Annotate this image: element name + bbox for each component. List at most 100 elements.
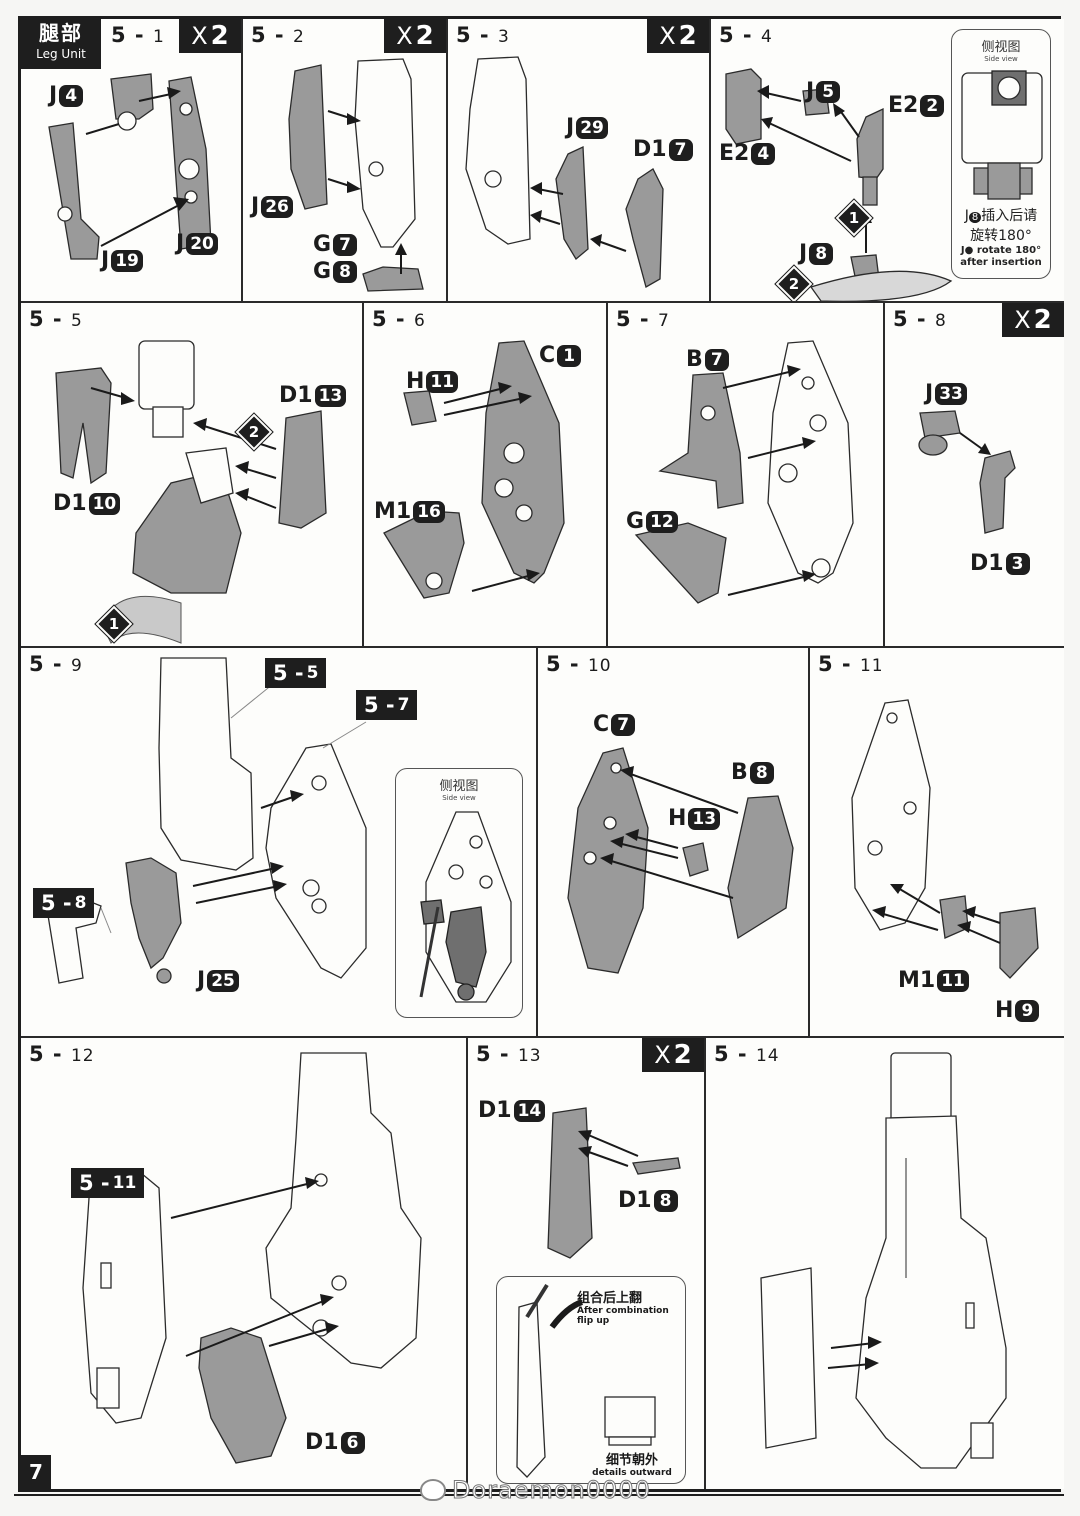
inset-illustration — [516, 1283, 656, 1478]
flip-up-note-en-1: After combination — [577, 1306, 669, 1316]
step-number: 5 - 6 — [372, 307, 426, 331]
step-number: 5 - 7 — [616, 307, 670, 331]
part-illustration — [567, 747, 794, 974]
reference-tag-5-11: 5 -11 — [71, 1168, 145, 1198]
sheet-bottom-rule — [14, 1494, 1064, 1496]
part-illustration — [634, 340, 854, 604]
step-number: 5 - 10 — [546, 652, 612, 676]
inset-title-en: Side view — [442, 794, 476, 802]
reference-tag-5-5: 5 -5 — [265, 658, 327, 688]
details-outward-note: 细节朝外 details outward — [589, 1449, 675, 1478]
step-number: 5 - 9 — [29, 652, 83, 676]
part-illustration — [851, 699, 1039, 979]
section-title-cn: 腿部 — [39, 21, 83, 45]
step-number: 5 - 2 — [251, 23, 305, 47]
step-number: 5 - 13 — [476, 1042, 542, 1066]
section-badge: 腿部 Leg Unit — [21, 19, 101, 69]
inset-note-cn-2: 旋转180° — [970, 228, 1032, 244]
step-number: 5 - 14 — [714, 1042, 780, 1066]
watermark: Doraemon0000 — [420, 1476, 651, 1505]
side-view-inset: 侧视图 Side view — [395, 768, 523, 1018]
flip-up-note: 组合后上翻 After combination flip up — [577, 1287, 669, 1326]
inset-title-cn: 侧视图 — [439, 779, 479, 794]
part-illustration — [725, 68, 953, 301]
part-illustration — [760, 1052, 1007, 1469]
section-title-en: Leg Unit — [36, 47, 86, 61]
part-illustration — [48, 73, 212, 260]
part-illustration — [55, 340, 327, 644]
step-number: 5 - 8 — [893, 307, 947, 331]
inset-note-en-1: J● rotate 180° — [960, 245, 1042, 256]
part-illustration — [918, 410, 1016, 534]
step-number: 5 - 11 — [818, 652, 884, 676]
details-note-cn: 细节朝外 — [605, 1453, 658, 1468]
inset-title-cn: 侧视图 — [981, 40, 1021, 55]
inset-note-en-2: after insertion — [960, 257, 1042, 268]
flip-up-inset: 组合后上翻 After combination flip up 细节朝外 det… — [496, 1276, 686, 1484]
reference-tag-5-8: 5 -8 — [33, 888, 95, 918]
details-note-en: details outward — [592, 1468, 672, 1478]
step-number: 5 - 3 — [456, 23, 510, 47]
reference-tag-5-7: 5 -7 — [356, 690, 418, 720]
part-illustration — [465, 56, 664, 288]
watermark-text: Doraemon0000 — [452, 1476, 651, 1505]
side-view-illustration — [961, 70, 1043, 200]
step-number: 5 - 4 — [719, 23, 773, 47]
step-number: 5 - 1 — [111, 23, 165, 47]
part-illustration — [82, 1052, 422, 1464]
flip-up-note-en-2: flip up — [577, 1316, 610, 1326]
weibo-logo-icon — [420, 1479, 446, 1501]
side-view-illustration — [419, 811, 512, 1003]
page-number: 7 — [21, 1455, 51, 1489]
step-number: 5 - 5 — [29, 307, 83, 331]
part-illustration — [547, 1107, 681, 1259]
step-number: 5 - 12 — [29, 1042, 95, 1066]
